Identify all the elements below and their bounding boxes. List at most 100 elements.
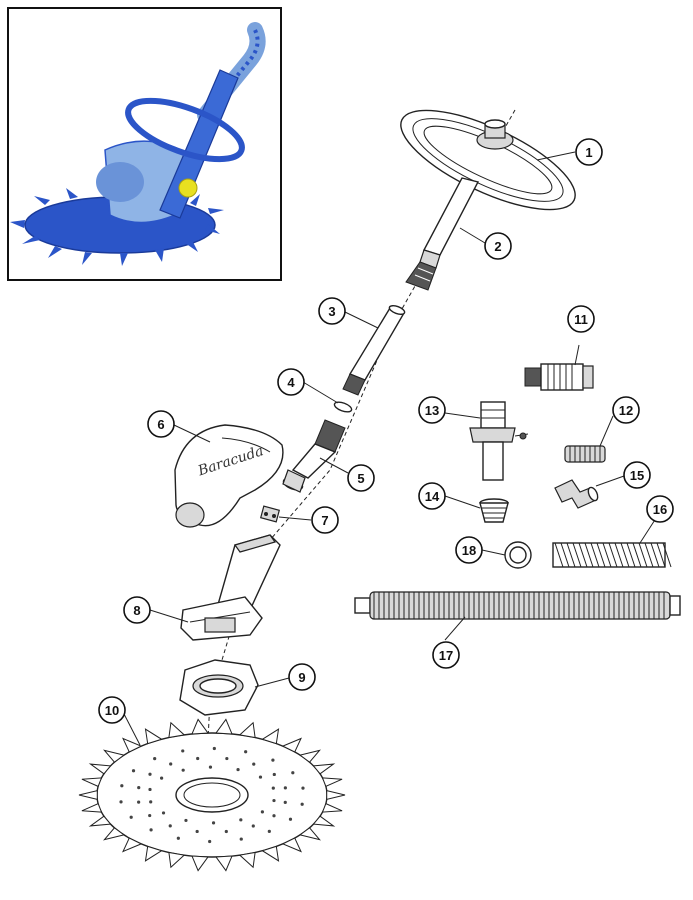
- callout-2: 2: [484, 232, 512, 260]
- callout-4: 4: [277, 368, 305, 396]
- callout-13: 13: [418, 396, 446, 424]
- disc-tooth: [281, 837, 302, 853]
- disc-tooth: [326, 790, 346, 800]
- disc-hole: [272, 772, 276, 777]
- disc-hole: [291, 771, 295, 775]
- disc-hole: [195, 829, 199, 834]
- sleeve-hatch-line: [638, 542, 648, 568]
- sleeve-hatch-line: [560, 542, 570, 568]
- disc-tooth: [298, 827, 321, 841]
- part-8-lower-body: [180, 534, 281, 641]
- disc-hole: [160, 776, 164, 780]
- disc-hole: [251, 824, 255, 828]
- part-13-wall-fitting: [469, 401, 529, 481]
- svg-text:13: 13: [425, 403, 439, 418]
- disc-hole: [272, 814, 276, 818]
- part-14-cone: [479, 498, 509, 523]
- sleeve-hatch-line: [632, 542, 642, 568]
- callout-16: 16: [646, 495, 674, 523]
- disc-tooth: [321, 802, 343, 813]
- disc-hole: [137, 786, 141, 790]
- disc-hole: [212, 746, 216, 751]
- disc-hole: [301, 786, 305, 790]
- disc-hole: [260, 810, 264, 814]
- disc-hole: [300, 802, 304, 806]
- sleeve-hatch-line: [644, 542, 654, 568]
- callout-10: 10: [98, 696, 126, 724]
- disc-tooth: [238, 721, 256, 739]
- disc-hole: [137, 800, 141, 804]
- part-12-short-hose: [564, 445, 606, 463]
- disc-tooth: [215, 718, 233, 735]
- disc-hole: [153, 757, 157, 761]
- sleeve-hatch-line: [554, 542, 564, 568]
- part-4-o-ring: [333, 401, 353, 413]
- callout-17: 17: [432, 641, 460, 669]
- disc-hole: [258, 775, 263, 779]
- svg-text:15: 15: [630, 468, 644, 483]
- disc-tooth: [122, 737, 143, 753]
- disc-hole: [267, 829, 271, 833]
- disc-tooth: [103, 827, 126, 841]
- disc-hole: [148, 772, 152, 776]
- callout-8: 8: [123, 596, 151, 624]
- disc-tooth: [261, 845, 280, 862]
- sleeve-hatch-line: [650, 542, 660, 568]
- callout-18: 18: [455, 536, 483, 564]
- svg-text:10: 10: [105, 703, 119, 718]
- callout-3: 3: [318, 297, 346, 325]
- disc-hole: [252, 762, 256, 766]
- disc-hole: [239, 837, 243, 841]
- callout-15: 15: [623, 461, 651, 489]
- disc-hole: [161, 811, 166, 815]
- svg-text:12: 12: [619, 403, 633, 418]
- disc-tooth: [81, 802, 103, 813]
- callout-14: 14: [418, 482, 446, 510]
- part-3-lower-column: [342, 305, 406, 396]
- part-1-deflector-wheel: [400, 109, 576, 211]
- disc-hole: [176, 836, 180, 840]
- disc-hole: [271, 758, 275, 762]
- sleeve-hatch-line: [656, 542, 666, 568]
- disc-hole: [181, 749, 185, 753]
- disc-hole: [208, 839, 212, 844]
- disc-tooth: [88, 815, 112, 827]
- part-7-clip: [259, 505, 281, 523]
- callout-5: 5: [347, 464, 375, 492]
- disc-hole: [149, 828, 153, 832]
- svg-text:3: 3: [328, 304, 335, 319]
- svg-text:4: 4: [287, 375, 295, 390]
- disc-hole: [120, 784, 124, 788]
- disc-tooth: [298, 749, 321, 763]
- leader-lines: [122, 151, 661, 746]
- disc-hole: [283, 786, 287, 790]
- disc-tooth: [144, 845, 163, 862]
- disc-hole: [131, 769, 136, 773]
- part-18-ring: [504, 541, 532, 569]
- part-11-valve: [524, 363, 594, 391]
- disc-hole: [236, 767, 240, 772]
- sleeve-hatch-line: [608, 542, 618, 568]
- sleeve-hatch-line: [602, 542, 612, 568]
- svg-text:8: 8: [133, 603, 140, 618]
- sleeve-hatch-line: [566, 542, 576, 568]
- sleeve-hatch-line: [626, 542, 636, 568]
- callout-9: 9: [288, 663, 316, 691]
- disc-tooth: [168, 851, 186, 869]
- disc-tooth: [238, 851, 256, 869]
- disc-tooth: [144, 728, 163, 745]
- disc-hole: [272, 798, 276, 803]
- svg-text:11: 11: [574, 312, 588, 327]
- part-10-disc: [78, 718, 346, 872]
- disc-hole: [129, 815, 133, 819]
- disc-tooth: [191, 855, 209, 872]
- disc-hole: [224, 829, 228, 834]
- svg-text:9: 9: [298, 670, 305, 685]
- disc-hole: [208, 765, 213, 769]
- part-16-sleeve: [552, 542, 672, 568]
- disc-hole: [211, 821, 216, 825]
- disc-tooth: [261, 728, 280, 745]
- sleeve-hatch-line: [590, 542, 600, 568]
- sleeve-hatch-line: [572, 542, 582, 568]
